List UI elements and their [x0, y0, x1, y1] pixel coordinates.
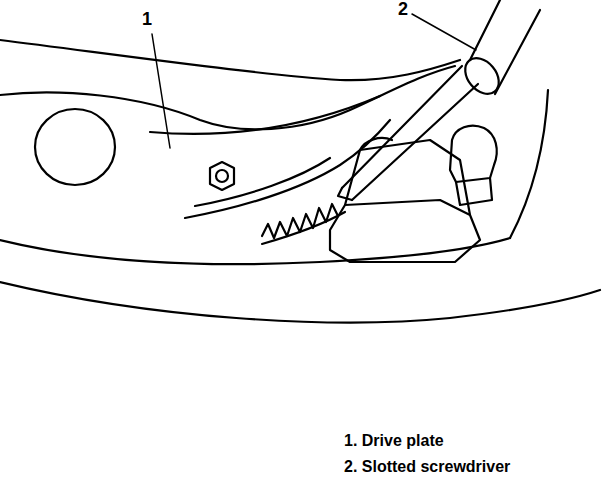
housing-lower-edge [0, 238, 510, 264]
bracket [330, 200, 480, 262]
screwdriver-shaft [352, 84, 478, 200]
screwdriver-tip [338, 188, 352, 200]
housing-edge [0, 40, 460, 80]
drive-plate-inner-lower-edge [195, 158, 330, 206]
screwdriver-shaft [342, 66, 462, 188]
callout-number: 2 [398, 0, 408, 20]
legend-text: 1. Drive plate [344, 432, 444, 450]
drive-plate-inner-edge [150, 96, 380, 134]
bolt-head [210, 162, 234, 190]
housing-bottom-edge [0, 282, 600, 323]
callout-number: 1 [142, 10, 152, 30]
hole [35, 109, 115, 185]
housing-side-edge [510, 90, 548, 238]
legend-text: 2. Slotted screwdriver [344, 458, 510, 476]
bracket-notch [360, 138, 392, 150]
leader-line [152, 34, 170, 148]
screwdriver-handle-end [458, 52, 505, 101]
leader-line [412, 14, 476, 50]
screwdriver-handle [495, 10, 540, 94]
ring-gear-base [262, 212, 345, 244]
screwdriver-handle [470, 0, 500, 60]
drive-plate-edge [0, 66, 455, 129]
bolt-stud [216, 170, 228, 182]
cap-bolt [450, 126, 497, 182]
cap-bolt-base [456, 178, 492, 205]
